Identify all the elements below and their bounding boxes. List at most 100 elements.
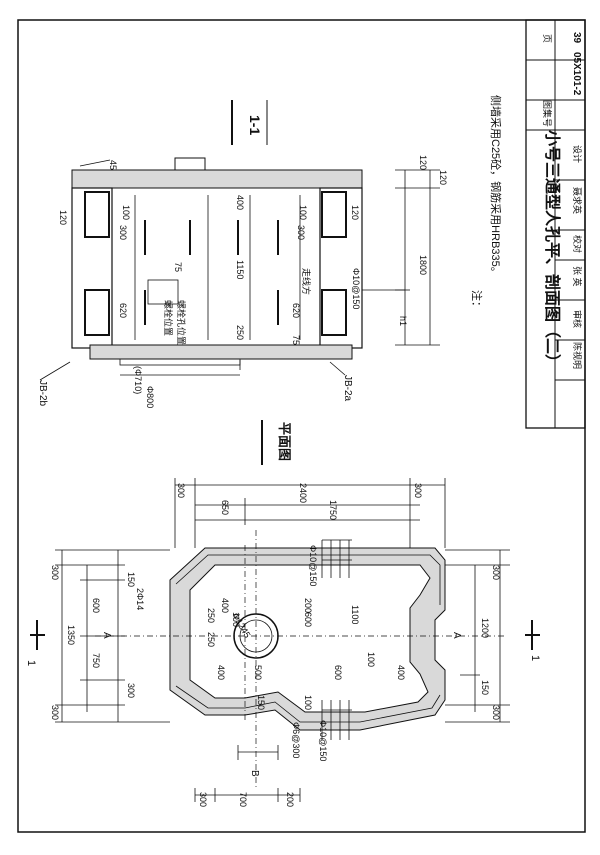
cut-mark-right: 1 (529, 655, 541, 661)
dim-top-300-left: 300 (176, 483, 186, 498)
dim-left-300-bottom: 300 (50, 705, 60, 720)
atlas-label: 图集号 (542, 100, 553, 127)
dim-300-right: 300 (296, 225, 306, 240)
dim-right-300-top: 300 (491, 565, 501, 580)
dim-inner-200: 200 (303, 598, 313, 613)
title-block: 小号三通型人孔平、剖面图（二） 39 页 05X101-2 图集号 设计 聂求英… (525, 19, 586, 429)
page-label: 页 (542, 34, 552, 43)
d800-label: Φ800 (145, 386, 155, 408)
notes: 注： 侧墙采用C25砼，钢筋采用HRB335。 (470, 95, 503, 312)
dim-right-150: 150 (480, 680, 490, 695)
label-c: 螺栓孔位置 (176, 300, 187, 345)
dim-right-1200: 1200 (480, 618, 490, 638)
checker-name: 张 英 (572, 266, 583, 287)
rebar-ladder-bottom (321, 700, 352, 740)
dim-inner-400: 400 (220, 598, 230, 613)
dim-120-right: 120 (350, 205, 360, 220)
cover-slab (71, 169, 363, 189)
dim-top-2400: 2400 (298, 483, 308, 503)
jb2b-label: JB-2b (37, 380, 48, 407)
dim-right-300-bottom: 300 (491, 705, 501, 720)
rebar-150-label: Φ10@150 (351, 268, 361, 309)
jb2a-label: JB-2a (342, 375, 353, 402)
label-A-right: A (451, 632, 462, 639)
dim-bottom-300: 300 (198, 792, 208, 807)
dim-620-right: 620 (291, 303, 301, 318)
dim-120-far: 120 (438, 170, 448, 185)
dim-top-650: 650 (220, 500, 230, 515)
base-slab (89, 344, 353, 360)
bar-2d14-label: 2Φ14 (135, 588, 145, 610)
rebar-top-label: Φ10@150 (308, 545, 318, 586)
dim-inner-250b: 250 (206, 632, 216, 647)
bottom-right-beam (321, 289, 347, 336)
label-B: B (249, 770, 260, 777)
label-A-left: A (101, 632, 112, 639)
h1-label: h1 (398, 316, 408, 326)
label-b: 螺栓位置 (163, 300, 174, 336)
dim-75-inner: 75 (173, 262, 183, 272)
plan-title: 平面图 (277, 422, 292, 461)
dim-inner-600: 600 (303, 612, 313, 627)
dim-inner-600b: 600 (333, 665, 343, 680)
rebar-bottom-label: Φ10@150 (318, 720, 328, 761)
dim-inner-250a: 250 (206, 608, 216, 623)
top-left-beam (84, 191, 110, 238)
dim-inner-500: 500 (253, 665, 263, 680)
dim-left-150: 150 (126, 572, 136, 587)
dim-400: 400 (235, 195, 245, 210)
page-no: 39 (571, 32, 582, 44)
plan-inner-wall (189, 564, 431, 713)
dim-620-left: 620 (118, 303, 128, 318)
rebar-ladder-top (321, 539, 352, 578)
dim-inner-1100: 1100 (350, 605, 360, 624)
dim-75-base: 75 (291, 335, 301, 345)
dim-inner-100c: 100 (303, 695, 313, 710)
reviewer-name: 陈视明 (572, 342, 583, 369)
dim-left-600: 600 (91, 598, 101, 613)
dim-120-top: 120 (418, 155, 428, 170)
label-a: 走线方 (301, 268, 312, 295)
dim-top-1750: 1750 (328, 500, 338, 520)
dim-1150: 1150 (235, 260, 245, 279)
dim-250: 250 (235, 325, 245, 340)
left-wall (71, 187, 113, 349)
notes-heading: 注： (470, 290, 484, 312)
dim-45: 45 (108, 160, 118, 170)
dim-100-right: 100 (298, 205, 308, 220)
design-label: 设计 (572, 145, 583, 163)
drawing-title: 小号三通型人孔平、剖面图（二） (543, 130, 562, 370)
dim-100-left: 100 (121, 205, 131, 220)
dim-bottom-200: 200 (285, 792, 295, 807)
d710-label: (Φ710) (133, 366, 143, 394)
section-1-1: 1-1 JB-2b (37, 100, 448, 408)
manhole-circle (233, 613, 279, 659)
dim-left-750: 750 (91, 653, 101, 668)
section-title: 1-1 (247, 115, 263, 135)
dim-inner-400c: 400 (396, 665, 406, 680)
rebar-bot2-label: Φ6@300 (291, 722, 301, 758)
dim-inner-400b: 400 (216, 665, 226, 680)
atlas-no: 05X101-2 (571, 52, 582, 96)
designer-name: 聂求英 (572, 187, 583, 214)
top-right-beam (321, 191, 347, 238)
dim-bottom-700: 700 (238, 792, 248, 807)
dim-left-300-top: 300 (50, 565, 60, 580)
dim-1800: 1800 (418, 255, 428, 275)
dim-120-left: 120 (58, 210, 68, 225)
dim-300-left: 300 (118, 225, 128, 240)
check-label: 校对 (572, 235, 583, 253)
dim-left-300-inner: 300 (126, 683, 136, 698)
plan-view: 平面图 1 1 Φ1245 (25, 420, 541, 807)
dim-inner-100: 100 (231, 612, 241, 627)
dim-inner-100b: 100 (366, 652, 376, 667)
review-label: 审核 (572, 310, 583, 328)
dim-inner-150: 150 (256, 695, 266, 710)
dim-left-1350: 1350 (66, 625, 76, 645)
bottom-left-beam (84, 289, 110, 336)
dim-top-300-right: 300 (413, 483, 423, 498)
cut-mark-left: 1 (25, 660, 37, 666)
notes-line1: 侧墙采用C25砼，钢筋采用HRB335。 (489, 95, 503, 278)
